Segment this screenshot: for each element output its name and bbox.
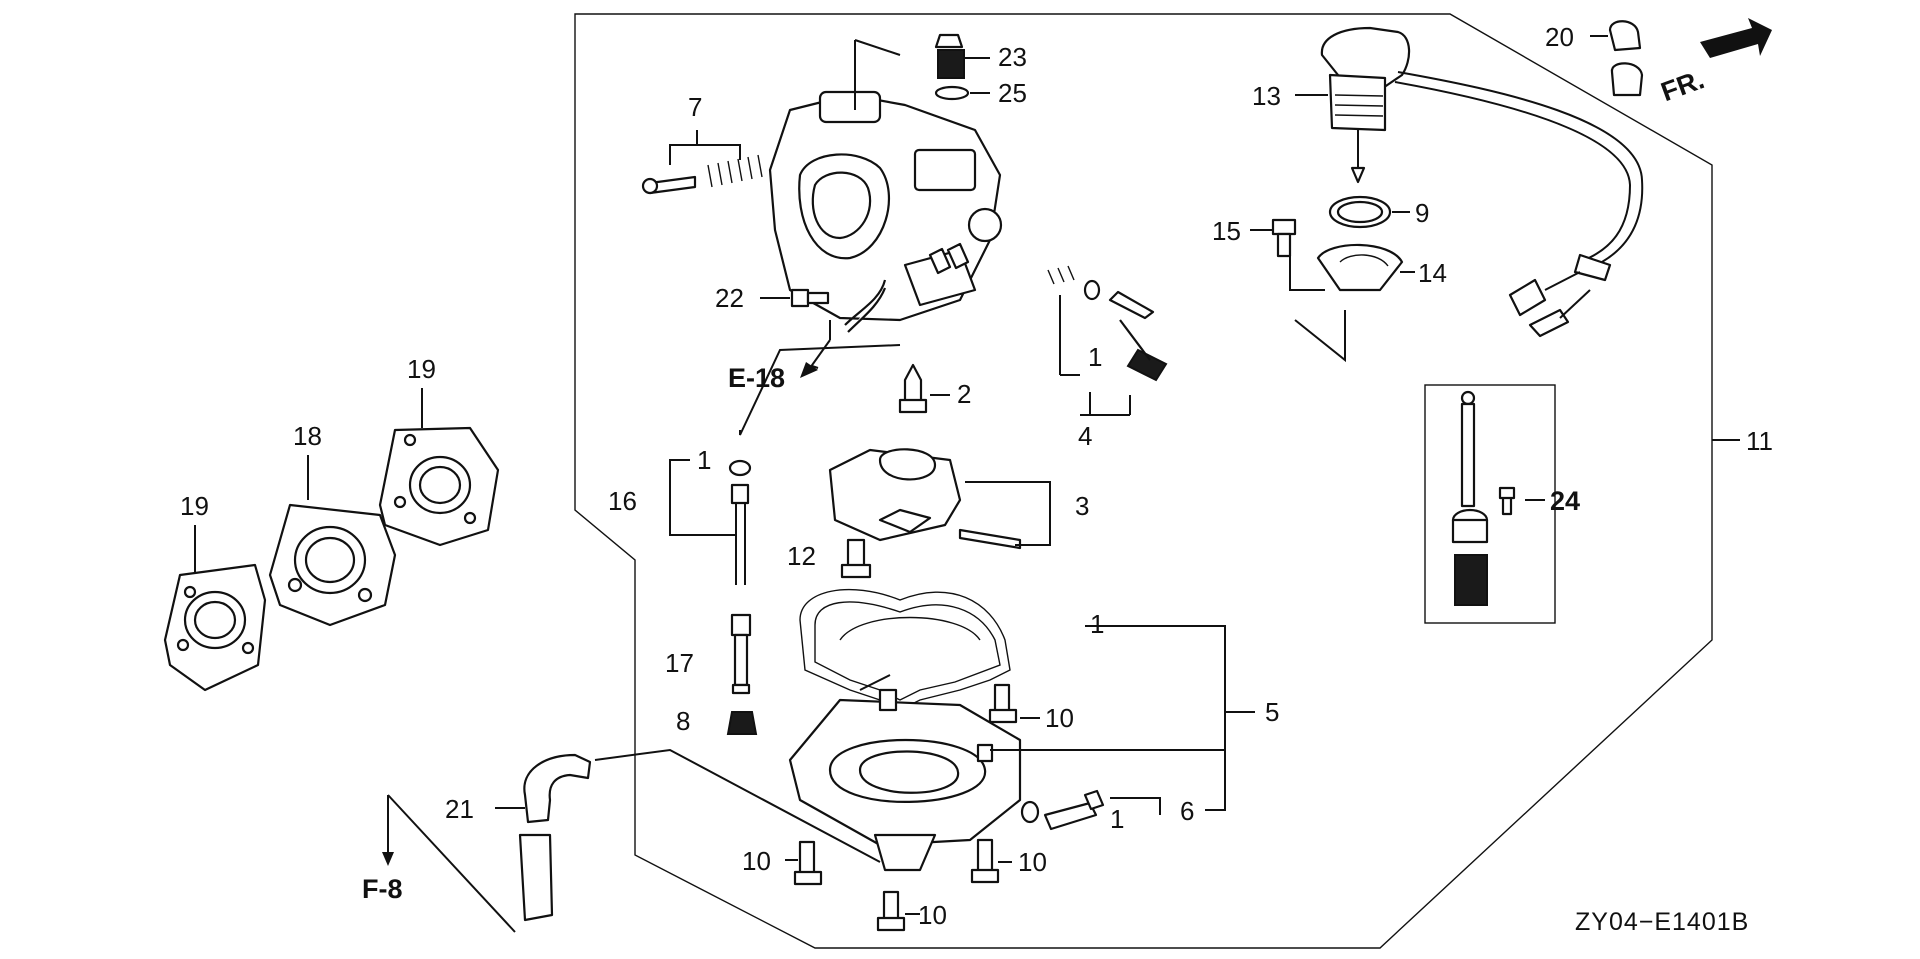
callout-10-left: 10 (742, 846, 771, 876)
bolt-10-left (785, 840, 823, 886)
insulator-18 (268, 455, 397, 627)
callout-12: 12 (787, 541, 816, 571)
wire-clamp (1590, 20, 1644, 97)
callout-21: 21 (445, 794, 474, 824)
bolt-10-top (988, 683, 1040, 724)
reference-e18: E-18 (728, 363, 785, 393)
callout-8: 8 (676, 706, 690, 736)
carburetor-gasket-19-right (378, 388, 500, 547)
callout-18: 18 (293, 421, 322, 451)
carburetor-gasket-19-left (163, 525, 267, 692)
front-label: FR. (1657, 64, 1708, 107)
callout-15: 15 (1212, 216, 1241, 246)
callout-7: 7 (688, 92, 702, 122)
callout-2: 2 (957, 379, 971, 409)
float-chamber-gasket (799, 588, 1011, 711)
callout-13: 13 (1252, 81, 1281, 111)
callout-1-drain: 1 (1110, 804, 1124, 834)
callout-23: 23 (998, 42, 1027, 72)
screw-22 (760, 288, 830, 308)
reference-f8: F-8 (362, 874, 403, 904)
callout-16: 16 (608, 486, 637, 516)
float (828, 448, 1051, 550)
diagram-code: ZY04−E1401B (1575, 908, 1749, 936)
front-direction-arrow (1700, 18, 1772, 58)
callout-11: 11 (1746, 426, 1773, 456)
callout-10-right: 10 (1018, 847, 1047, 877)
screw-12 (840, 538, 872, 579)
jet-and-oring (934, 33, 990, 101)
callout-22: 22 (715, 283, 744, 313)
choke-solenoid (1295, 26, 1644, 338)
callout-6: 6 (1180, 796, 1194, 826)
f8-reference-arrow (382, 794, 516, 933)
carburetor-body (768, 39, 1003, 333)
callout-17: 17 (665, 648, 694, 678)
callout-24: 24 (1550, 486, 1580, 516)
callout-5: 5 (1265, 697, 1279, 727)
callout-9: 9 (1415, 198, 1429, 228)
callout-1-gasket: 1 (1090, 609, 1104, 639)
throttle-stop-screw (1047, 265, 1168, 416)
bolt-10-right (970, 838, 1012, 884)
screw-15 (1250, 218, 1297, 258)
callout-10-top: 10 (1045, 703, 1074, 733)
carburetor-repair-kit (1424, 384, 1556, 624)
callout-3: 3 (1075, 491, 1089, 521)
seal-ring (1328, 195, 1410, 229)
jet-tube-set (669, 344, 901, 735)
callout-19-left: 19 (180, 491, 209, 521)
pilot-screw-assembly (641, 130, 763, 195)
callout-19-right: 19 (407, 354, 436, 384)
callout-14: 14 (1418, 258, 1447, 288)
callout-1-jet: 1 (697, 445, 711, 475)
drain-screw (1020, 789, 1161, 831)
bracket-5-6 (990, 625, 1255, 811)
callout-1-throttle: 1 (1088, 342, 1102, 372)
callout-10-bottom: 10 (918, 900, 947, 930)
fuel-tube (495, 748, 881, 922)
callout-20: 20 (1545, 22, 1574, 52)
float-valve (898, 363, 950, 414)
callout-25: 25 (998, 78, 1027, 108)
assembly-boundary (574, 13, 1713, 949)
solenoid-clip (1289, 243, 1415, 363)
float-chamber (788, 674, 1022, 872)
e18-reference-arrow (800, 320, 831, 378)
bolt-10-bottom (876, 890, 920, 932)
callout-4: 4 (1078, 421, 1092, 451)
